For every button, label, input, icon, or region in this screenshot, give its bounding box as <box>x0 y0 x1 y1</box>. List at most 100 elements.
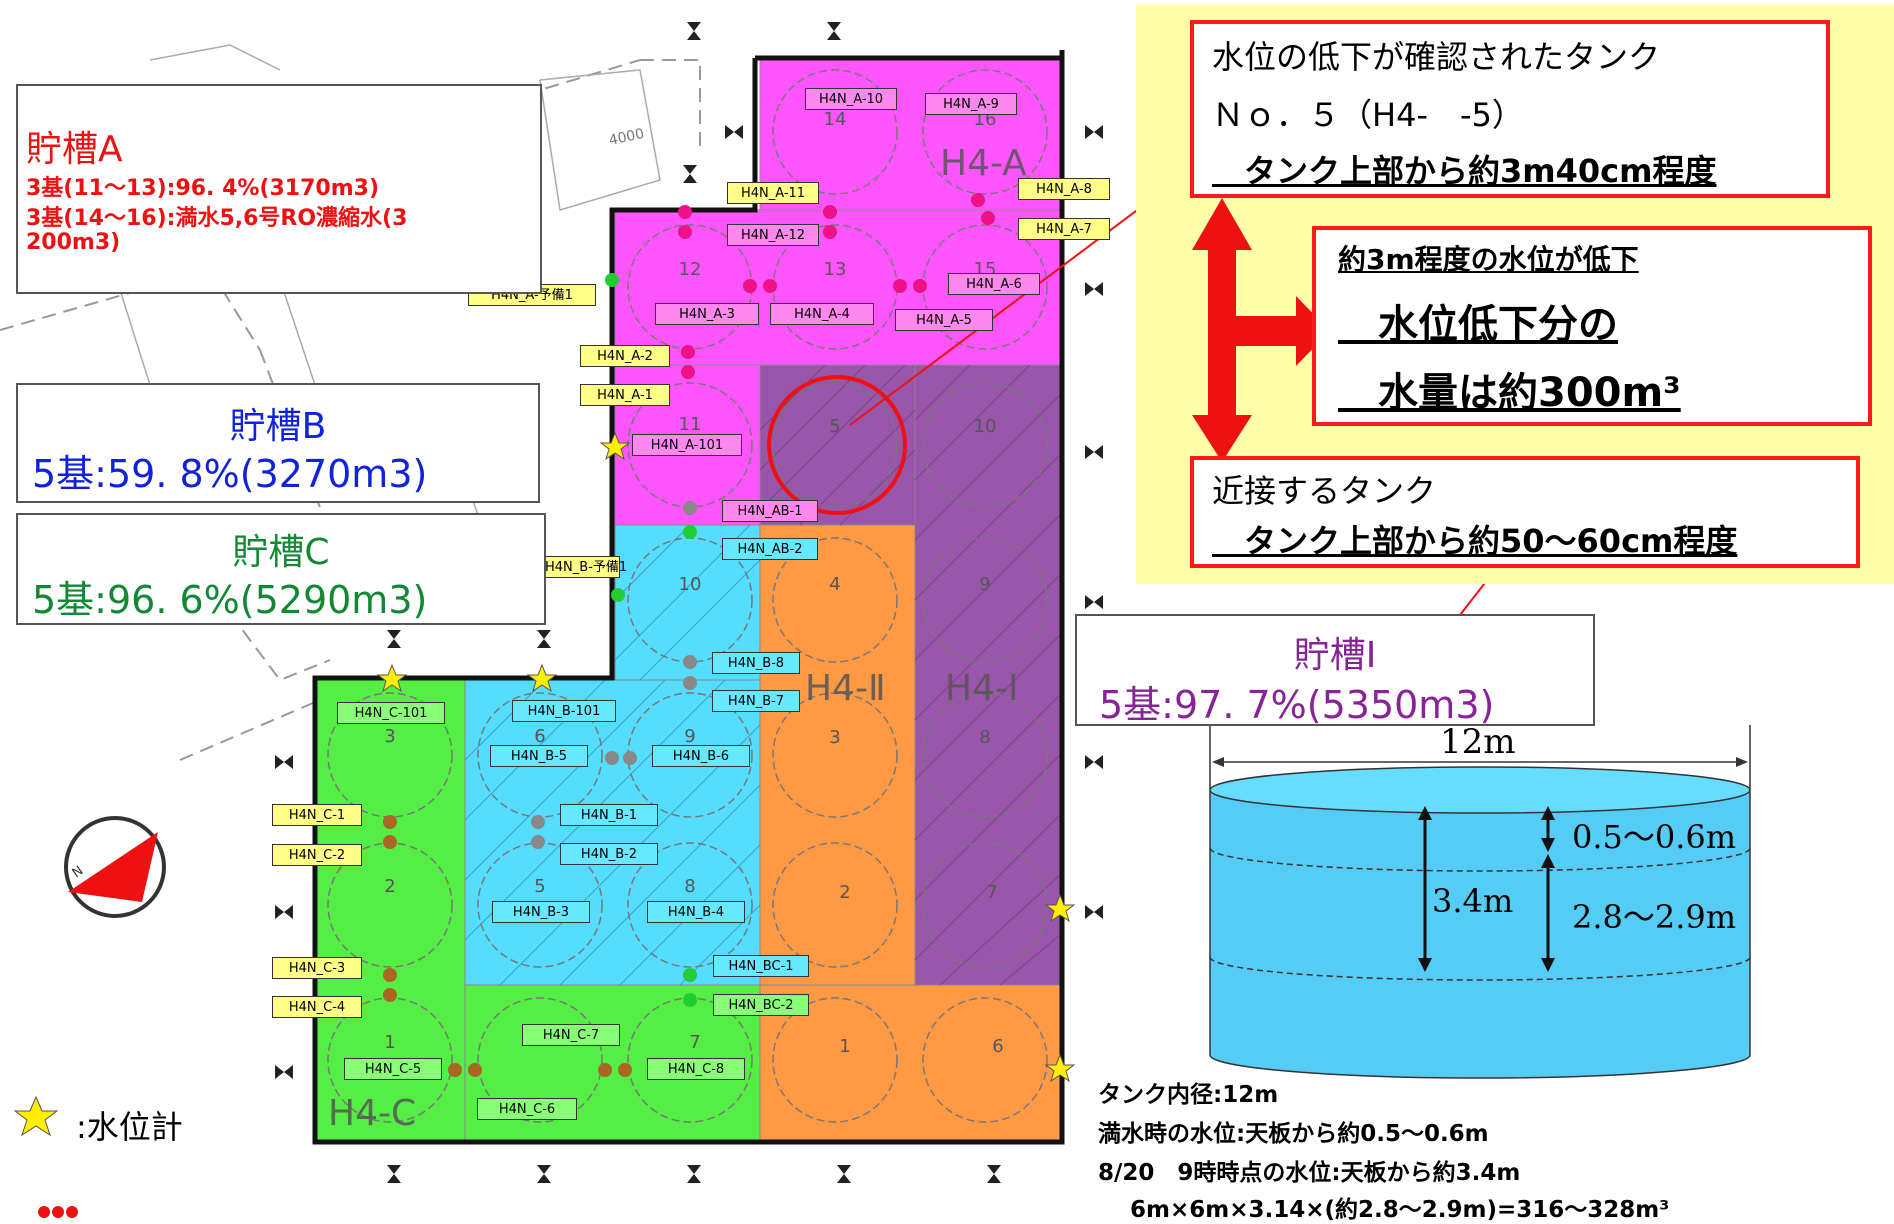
tank-depth-label: 3.4m <box>1432 882 1514 920</box>
adjacent-line1: 近接するタンク <box>1212 472 1437 510</box>
tank-top-gap-label: 0.5～0.6m <box>1572 818 1737 856</box>
storage-i-title: 貯槽Ⅰ <box>1293 635 1377 676</box>
sensor-tag: H4N_C-4 <box>272 996 362 1018</box>
sensor-tag: H4N_B-6 <box>652 745 750 767</box>
red-dots-legend-icon <box>38 1206 78 1218</box>
sensor-tag: H4N_A-1 <box>580 384 670 406</box>
storage-c-title: 貯槽C <box>232 532 330 573</box>
area-boundary <box>312 55 1065 1145</box>
sensor-tag: H4N_B-8 <box>712 652 800 674</box>
sensor-tag: H4N_A-12 <box>727 224 819 246</box>
tank-number: 5 <box>829 416 840 437</box>
sensor-tag: H4N_A-予備1 <box>468 284 596 306</box>
confirmed-tank-callout: 水位の低下が確認されたタンク Ｎｏ．５（H4- -5） タンク上部から約3m40… <box>1190 20 1830 198</box>
zone-i-tank5 <box>759 364 916 526</box>
adjacent-tank-callout: 近接するタンク タンク上部から約50～60cm程度 <box>1190 456 1860 568</box>
tank-number: 1 <box>384 1032 395 1053</box>
area-label-h4-ii: H4-Ⅱ <box>805 668 886 709</box>
sensor-tag: H4N_C-6 <box>477 1098 577 1120</box>
storage-b-box: 貯槽B 5基:59. 8%(3270m3) <box>16 383 540 503</box>
tank-number: 3 <box>829 727 840 748</box>
sensor-tag: H4N_A-10 <box>805 88 897 110</box>
tank-number: 7 <box>986 882 997 903</box>
sensor-tag: H4N_C-1 <box>272 804 362 826</box>
storage-c-value: 5基:96. 6%(5290m3) <box>32 578 428 622</box>
tank-width-label: 12m <box>1440 722 1516 762</box>
confirmed-line1: 水位の低下が確認されたタンク <box>1212 38 1661 76</box>
note-line1: タンク内径:12m <box>1098 1082 1279 1108</box>
water-level-gauge-legend-icon <box>13 1095 59 1137</box>
adjacent-line2: タンク上部から約50～60cm程度 <box>1212 522 1738 560</box>
tank-cross-section <box>1209 725 1751 1079</box>
tank-number: 5 <box>534 876 545 897</box>
sensor-tag: H4N_B-5 <box>490 745 588 767</box>
tank-number: 9 <box>979 574 990 595</box>
sensor-tag: H4N_C-5 <box>344 1058 442 1080</box>
storage-b-value: 5基:59. 8%(3270m3) <box>32 452 428 496</box>
sensor-tag: H4N_B-3 <box>492 901 590 923</box>
tank-number: 1 <box>839 1036 850 1057</box>
tank-number: 6 <box>992 1036 1003 1057</box>
storage-a-line3: 200m3) <box>26 230 121 255</box>
dimension-text: 4000 <box>608 126 646 149</box>
sensor-tag: H4N_A-5 <box>895 309 993 331</box>
sensor-tag: H4N_A-11 <box>727 182 819 204</box>
tank-number: 10 <box>974 416 997 437</box>
sensor-tag: H4N_A-6 <box>948 273 1040 295</box>
sensor-dots <box>383 193 995 1077</box>
note-line3: 8/20 9時時点の水位:天板から約3.4m <box>1098 1160 1521 1186</box>
area-label-h4-i: H4-Ⅰ <box>945 668 1019 709</box>
storage-i-box: 貯槽Ⅰ 5基:97. 7%(5350m3) <box>1075 614 1595 727</box>
drop-line1: 約3m程度の水位が低下 <box>1338 243 1639 276</box>
tank-number: 11 <box>679 414 702 435</box>
sensor-tag: H4N_A-8 <box>1018 178 1110 200</box>
sensor-tag: H4N_A-7 <box>1018 218 1110 240</box>
sensor-tag: H4N_B-101 <box>512 700 616 722</box>
tank-number: 9 <box>684 726 695 747</box>
tank-number: 14 <box>824 109 847 130</box>
sensor-tag: H4N_A-101 <box>632 434 742 456</box>
storage-c-box: 貯槽C 5基:96. 6%(5290m3) <box>16 513 546 625</box>
tank-number: 8 <box>684 876 695 897</box>
storage-i-value: 5基:97. 7%(5350m3) <box>1099 683 1495 727</box>
zone-ii-upper <box>759 524 916 986</box>
tank-number: 8 <box>979 727 990 748</box>
sensor-tag: H4N_BC-1 <box>713 955 809 977</box>
storage-a-title: 貯槽A <box>26 129 123 170</box>
sensor-tag: H4N_AB-1 <box>722 500 818 522</box>
sensor-tag: H4N_A-4 <box>770 303 874 325</box>
storage-a-box: 貯槽A 3基(11～13):96. 4%(3170m3) 3基(14～16):満… <box>16 84 542 294</box>
tank-number: 13 <box>824 259 847 280</box>
water-drop-callout: 約3m程度の水位が低下 水位低下分の 水量は約300m³ <box>1312 226 1872 426</box>
tank-number: 10 <box>679 574 702 595</box>
storage-a-line1: 3基(11～13):96. 4%(3170m3) <box>26 176 379 201</box>
sensor-tag: H4N_B-4 <box>647 901 745 923</box>
tank-numbers: 14 16 12 13 15 11 10 5 10 4 9 3 8 2 7 1 … <box>384 109 1003 1057</box>
sensor-tag: H4N_C-101 <box>337 702 445 724</box>
water-level-gauges <box>376 431 1076 1083</box>
tank-number: 6 <box>534 726 545 747</box>
tank-number: 2 <box>384 876 395 897</box>
sensor-tag: H4N_B-1 <box>560 804 658 826</box>
tank-number: 12 <box>679 259 702 280</box>
sensor-tag: H4N_A-9 <box>925 93 1017 115</box>
leak-tank-highlight <box>767 375 907 515</box>
confirmed-line2: Ｎｏ．５（H4- -5） <box>1212 96 1524 134</box>
storage-a-line2: 3基(14～16):満水5,6号RO濃縮水(3 <box>26 206 408 231</box>
sensor-tag: H4N_C-8 <box>647 1058 745 1080</box>
zone-i-strip <box>914 364 1061 986</box>
sensor-tag: H4N_C-3 <box>272 957 362 979</box>
drop-line3: 水量は約300m³ <box>1338 370 1681 416</box>
tank-lower-label: 2.8～2.9m <box>1572 898 1737 936</box>
sensor-tag: H4N_B-2 <box>560 843 658 865</box>
sensor-tag: H4N_A-3 <box>655 303 759 325</box>
tank-number: 4 <box>829 574 840 595</box>
confirmed-line3: タンク上部から約3m40cm程度 <box>1212 152 1717 190</box>
sensor-tag: H4N_AB-2 <box>722 538 818 560</box>
drop-line2: 水位低下分の <box>1338 302 1618 348</box>
tank-number: 3 <box>384 726 395 747</box>
storage-b-title: 貯槽B <box>229 406 327 447</box>
sensor-tag: H4N_BC-2 <box>713 994 809 1016</box>
tank-number: 2 <box>839 882 850 903</box>
compass-icon: N <box>64 816 166 918</box>
